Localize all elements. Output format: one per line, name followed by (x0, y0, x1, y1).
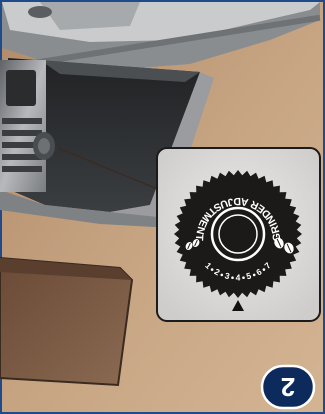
dial-scale-dot (221, 274, 224, 277)
top-knob (28, 6, 52, 18)
dial-scale-dot (211, 268, 214, 271)
dial-scale-dot (263, 268, 266, 271)
dial-scale-dot (242, 276, 245, 279)
dial-scale-dot (253, 274, 256, 277)
dial-scale-number: 4 (236, 272, 241, 282)
step-number: 2 (281, 372, 295, 402)
dial-scale-dot (231, 276, 234, 279)
step-badge: 2 (262, 366, 314, 408)
